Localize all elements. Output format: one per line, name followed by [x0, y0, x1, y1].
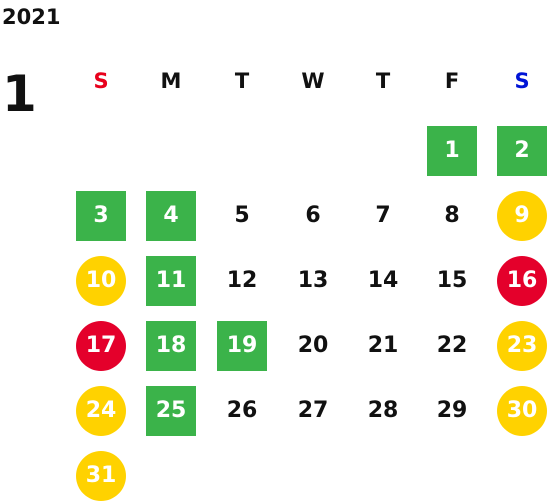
day-cell[interactable]: 11: [146, 256, 196, 306]
year-label: 2021: [2, 5, 61, 29]
day-cell[interactable]: 27: [297, 398, 329, 423]
weekday-header: S: [93, 69, 109, 93]
day-cell[interactable]: 16: [497, 256, 547, 306]
day-cell[interactable]: 2: [497, 126, 547, 176]
month-number: 1: [2, 65, 37, 123]
day-cell[interactable]: 22: [436, 333, 468, 358]
day-cell[interactable]: 6: [305, 203, 321, 228]
day-cell[interactable]: 31: [76, 451, 126, 501]
day-cell[interactable]: 7: [375, 203, 391, 228]
day-cell[interactable]: 20: [297, 333, 329, 358]
day-cell[interactable]: 9: [497, 191, 547, 241]
weekday-header: W: [301, 69, 325, 93]
day-cell[interactable]: 3: [76, 191, 126, 241]
day-cell[interactable]: 12: [226, 268, 258, 293]
weekday-header: F: [444, 69, 460, 93]
day-cell[interactable]: 26: [226, 398, 258, 423]
day-cell[interactable]: 13: [297, 268, 329, 293]
day-cell[interactable]: 24: [76, 386, 126, 436]
day-cell[interactable]: 25: [146, 386, 196, 436]
day-cell[interactable]: 30: [497, 386, 547, 436]
day-cell[interactable]: 17: [76, 321, 126, 371]
day-cell[interactable]: 5: [234, 203, 250, 228]
day-cell[interactable]: 19: [217, 321, 267, 371]
day-cell[interactable]: 23: [497, 321, 547, 371]
day-cell[interactable]: 18: [146, 321, 196, 371]
day-cell[interactable]: 29: [436, 398, 468, 423]
day-cell[interactable]: 4: [146, 191, 196, 241]
day-cell[interactable]: 14: [367, 268, 399, 293]
day-cell[interactable]: 28: [367, 398, 399, 423]
day-cell[interactable]: 8: [444, 203, 460, 228]
weekday-header: S: [514, 69, 530, 93]
weekday-header: T: [234, 69, 250, 93]
weekday-header: T: [375, 69, 391, 93]
day-cell[interactable]: 1: [427, 126, 477, 176]
day-cell[interactable]: 10: [76, 256, 126, 306]
day-cell[interactable]: 15: [436, 268, 468, 293]
day-cell[interactable]: 21: [367, 333, 399, 358]
weekday-header: M: [160, 69, 182, 93]
